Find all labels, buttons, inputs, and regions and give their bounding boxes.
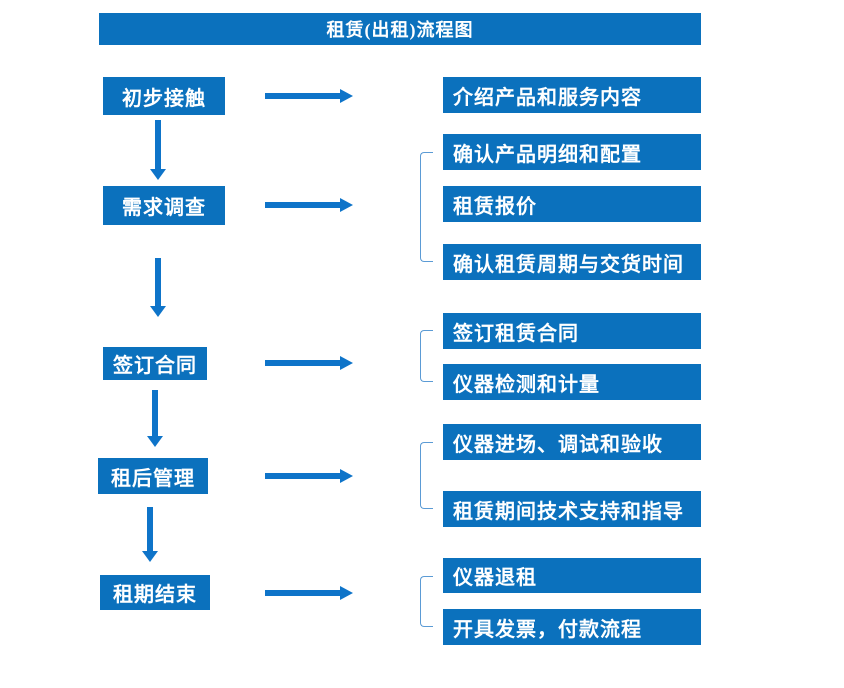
detail-box-4: 确认租赁周期与交货时间 [443,244,701,280]
detail-box-8: 租赁期间技术支持和指导 [443,491,701,527]
step-box-4: 租后管理 [98,458,208,494]
bracket-group-2-icon [420,152,433,262]
arrow-shaft [265,360,340,366]
step-box-5: 租期结束 [100,575,210,610]
detail-box-6: 仪器检测和计量 [443,364,701,400]
arrow-right-3-icon [265,356,353,370]
arrow-head-icon [147,436,163,447]
arrow-head-icon [150,169,166,180]
arrow-head-icon [340,89,353,103]
arrow-head-icon [340,469,353,483]
arrow-shaft [155,120,161,169]
flowchart-title: 租赁(出租)流程图 [99,13,701,45]
arrow-right-1-icon [265,89,353,103]
arrow-shaft [265,202,340,208]
arrow-shaft [265,473,340,479]
arrow-shaft [265,590,340,596]
step-box-1: 初步接触 [103,77,225,115]
step-box-2: 需求调查 [103,186,225,225]
arrow-shaft [155,258,161,306]
arrow-shaft [152,390,158,436]
detail-box-10: 开具发票，付款流程 [443,609,701,645]
arrow-right-2-icon [265,198,353,212]
arrow-down-1-icon [148,120,168,180]
detail-box-5: 签订租赁合同 [443,313,701,349]
arrow-head-icon [150,306,166,317]
detail-box-7: 仪器进场、调试和验收 [443,424,701,460]
arrow-down-2-icon [148,258,168,317]
arrow-shaft [265,93,340,99]
bracket-group-5-icon [420,576,433,627]
arrow-shaft [147,507,153,551]
arrow-head-icon [340,586,353,600]
detail-box-3: 租赁报价 [443,186,701,222]
detail-box-1: 介绍产品和服务内容 [443,77,701,113]
arrow-head-icon [340,198,353,212]
arrow-down-4-icon [140,507,160,562]
bracket-group-4-icon [420,442,433,509]
detail-box-2: 确认产品明细和配置 [443,134,701,170]
bracket-group-3-icon [420,330,433,382]
arrow-down-3-icon [145,390,165,447]
arrow-right-5-icon [265,586,353,600]
detail-box-9: 仪器退租 [443,558,701,593]
step-box-3: 签订合同 [103,347,207,380]
arrow-head-icon [340,356,353,370]
arrow-right-4-icon [265,469,353,483]
arrow-head-icon [142,551,158,562]
